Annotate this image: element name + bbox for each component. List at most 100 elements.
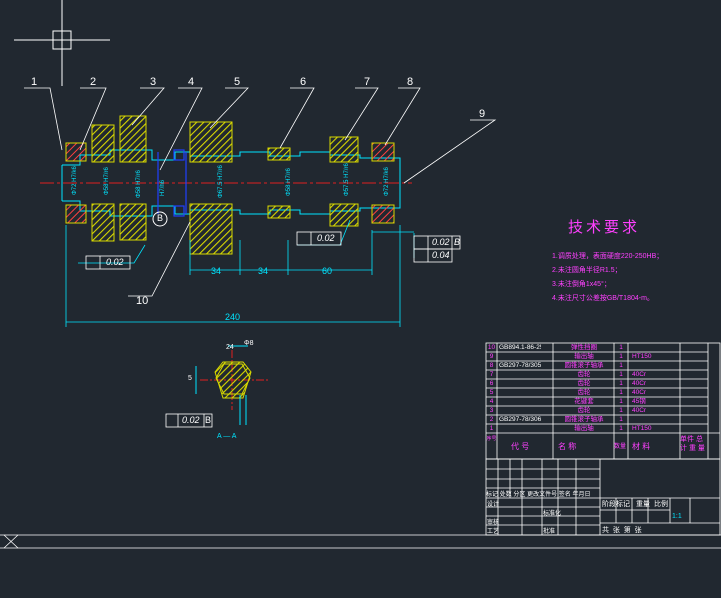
cell-no: 2 bbox=[489, 416, 494, 423]
section-a-a bbox=[195, 345, 270, 425]
svg-text:Φ72 H7/k6: Φ72 H7/k6 bbox=[384, 167, 390, 196]
cell-name: 输出轴 bbox=[574, 353, 594, 360]
rev-col: 分区 bbox=[513, 492, 526, 498]
balloon-7: 7 bbox=[364, 76, 371, 88]
cell-qty: 1 bbox=[619, 380, 623, 387]
cell-qty: 1 bbox=[619, 389, 623, 396]
tol-runout-right-1-datum: B bbox=[454, 237, 461, 247]
balloon-5: 5 bbox=[234, 76, 241, 88]
parts-table-row: 9 输出轴 1 HT150 bbox=[486, 352, 720, 361]
cell-name: 圆锥滚子轴承 bbox=[564, 416, 604, 423]
parts-table-header: 序号 代 号 名 称 数量 材 料 单件 总计 重 量 bbox=[486, 433, 720, 459]
cell-no: 4 bbox=[489, 398, 494, 405]
sheets-label: 共 张 第 张 bbox=[602, 527, 642, 534]
design-label: 设计 bbox=[487, 502, 500, 508]
tol-runout-left: 0.02 bbox=[106, 257, 124, 267]
cell-name: 齿轮 bbox=[577, 389, 591, 396]
cell-mat: HT150 bbox=[632, 353, 652, 360]
dim-34-b: 34 bbox=[258, 266, 269, 276]
process-label: 工艺 bbox=[487, 529, 500, 535]
cell-qty: 1 bbox=[619, 416, 623, 423]
rev-col: 标记 bbox=[486, 492, 499, 498]
dim-34-a: 34 bbox=[211, 266, 222, 276]
title-block: 标记 处数 分区 更改文件号 签名 年月日 设计 审核 工艺 标准化 批准 阶段… bbox=[486, 459, 720, 535]
cell-no: 10 bbox=[487, 344, 496, 351]
balloon-2: 2 bbox=[90, 76, 97, 88]
balloon-6: 6 bbox=[300, 76, 307, 88]
balloon-1: 1 bbox=[31, 76, 38, 88]
gdt-frames bbox=[85, 231, 461, 428]
cell-mat: 40Cr bbox=[632, 380, 647, 387]
dim-60: 60 bbox=[322, 266, 333, 276]
cell-mat: 40Cr bbox=[632, 407, 647, 414]
cell-code: GB894.1-86-25 bbox=[499, 344, 541, 351]
cell-mat: 40Cr bbox=[632, 389, 647, 396]
cell-mat: 45钢 bbox=[632, 398, 646, 405]
cell-name: 花键套 bbox=[574, 398, 594, 405]
cell-no: 3 bbox=[489, 407, 494, 414]
svg-text:Φ58 H7/r6: Φ58 H7/r6 bbox=[104, 167, 110, 195]
cell-no: 8 bbox=[489, 362, 494, 369]
cell-name: 齿轮 bbox=[577, 371, 591, 378]
cell-qty: 1 bbox=[619, 362, 623, 369]
header-mat: 材 料 bbox=[632, 442, 651, 451]
cell-mat: HT150 bbox=[632, 425, 652, 432]
drawing-frame bbox=[0, 534, 721, 549]
section-dim-top: 24 bbox=[226, 344, 234, 351]
cell-no: 1 bbox=[489, 425, 494, 432]
parts-table-row: 5 齿轮 1 40Cr bbox=[486, 388, 720, 397]
header-no: 序号 bbox=[486, 436, 497, 442]
cell-no: 9 bbox=[489, 353, 494, 360]
tech-item: 2.未注圆角半径R1.5； bbox=[552, 267, 622, 274]
dimension-lines bbox=[65, 219, 415, 327]
parts-table-row: 2 GB297-78/306 圆锥滚子轴承 1 bbox=[486, 415, 720, 424]
std-label: 标准化 bbox=[543, 511, 562, 517]
tol-runout-mid: 0.02 bbox=[317, 233, 335, 243]
svg-text:Φ67.5 H7/r6: Φ67.5 H7/r6 bbox=[218, 165, 224, 198]
cell-qty: 1 bbox=[619, 344, 623, 351]
cell-code: GB297-78/306 bbox=[499, 416, 541, 423]
review-label: 审核 bbox=[487, 520, 500, 526]
crosshair-cursor-icon bbox=[14, 0, 110, 86]
title-block-grid bbox=[485, 458, 721, 536]
balloon-8: 8 bbox=[407, 76, 414, 88]
tol-section: 0.02 bbox=[182, 415, 200, 425]
rev-col: 签名 bbox=[558, 492, 571, 498]
rev-col: 更改文件号 bbox=[527, 492, 558, 498]
cell-name: 输出轴 bbox=[574, 425, 594, 432]
balloon-9: 9 bbox=[479, 108, 486, 120]
cell-no: 7 bbox=[489, 371, 494, 378]
header-name: 名 称 bbox=[558, 442, 577, 451]
cell-no: 5 bbox=[489, 389, 494, 396]
cell-qty: 1 bbox=[619, 353, 623, 360]
tol-runout-right-1: 0.02 bbox=[432, 237, 450, 247]
parts-table-row: 4 花键套 1 45钢 bbox=[486, 397, 720, 406]
rev-col: 处数 bbox=[499, 492, 512, 498]
tech-list: 1.调质处理，表面硬度220-250HB； 2.未注圆角半径R1.5； 3.未注… bbox=[552, 250, 663, 306]
tech-item: 1.调质处理，表面硬度220-250HB； bbox=[552, 253, 664, 260]
balloon-3: 3 bbox=[150, 76, 157, 88]
balloon-4: 4 bbox=[188, 76, 195, 88]
svg-text:Φ58 H7/r6: Φ58 H7/r6 bbox=[136, 170, 142, 198]
cell-qty: 1 bbox=[619, 371, 623, 378]
dim-240: 240 bbox=[225, 312, 241, 322]
tol-runout-right-2: 0.04 bbox=[432, 250, 450, 260]
cell-qty: 1 bbox=[619, 398, 623, 405]
weight-label: 重量 bbox=[636, 501, 650, 508]
balloon-10: 10 bbox=[136, 295, 149, 307]
approve-label: 批准 bbox=[543, 529, 556, 535]
cell-name: 圆锥滚子轴承 bbox=[564, 362, 604, 369]
parts-table-row: 6 齿轮 1 40Cr bbox=[486, 379, 720, 388]
section-dim-left: 5 bbox=[188, 375, 192, 382]
section-label: A — A bbox=[217, 433, 237, 440]
cell-no: 6 bbox=[489, 380, 494, 387]
tech-title: 技术要求 bbox=[568, 218, 641, 236]
cell-name: 齿轮 bbox=[577, 380, 591, 387]
